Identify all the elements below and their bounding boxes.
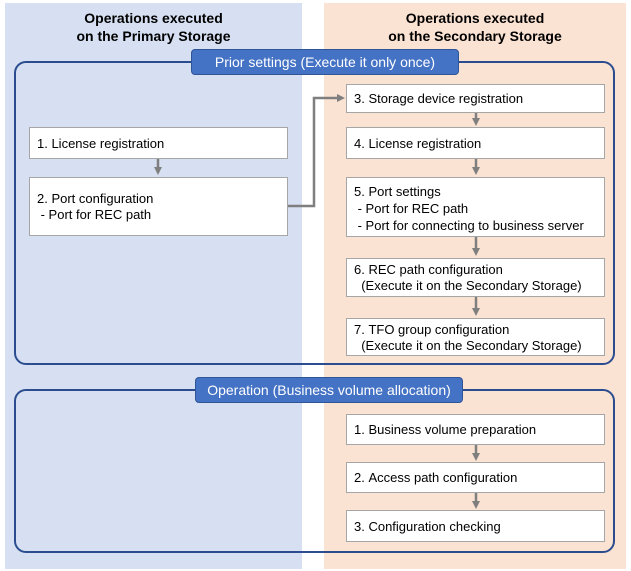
step-text-line: 2. Access path configuration — [354, 470, 518, 485]
step-text-line: (Execute it on the Secondary Storage) — [354, 278, 582, 293]
step-rec-path-configuration: 6. REC path configuration (Execute it on… — [346, 258, 605, 297]
step-primary-license-registration: 1. License registration — [29, 127, 288, 159]
step-text-line: 5. Port settings — [354, 184, 441, 199]
step-tfo-group-configuration: 7. TFO group configuration (Execute it o… — [346, 318, 605, 356]
step-text-line: 4. License registration — [354, 136, 482, 151]
prior-settings-label: Prior settings (Execute it only once) — [191, 49, 459, 75]
step-text-line: 2. Port configuration — [37, 191, 154, 206]
step-primary-port-configuration: 2. Port configuration - Port for REC pat… — [29, 177, 288, 236]
step-text-line: 7. TFO group configuration — [354, 322, 510, 337]
step-configuration-checking: 3. Configuration checking — [346, 510, 605, 542]
step-text-line: - Port for connecting to business server — [354, 218, 584, 233]
secondary-column-title: Operations executed on the Secondary Sto… — [388, 10, 562, 44]
step-text-line: - Port for REC path — [37, 207, 152, 222]
step-text-line: (Execute it on the Secondary Storage) — [354, 338, 582, 353]
step-text-line: 6. REC path configuration — [354, 262, 503, 277]
step-port-settings: 5. Port settings - Port for REC path - P… — [346, 177, 605, 237]
arrow-port-to-storage-device — [288, 94, 345, 208]
step-text-line: - Port for REC path — [354, 201, 469, 216]
step-text-line: 3. Configuration checking — [354, 519, 501, 534]
step-secondary-license-registration: 4. License registration — [346, 127, 605, 159]
step-business-volume-preparation: 1. Business volume preparation — [346, 414, 605, 445]
step-text-line: 3. Storage device registration — [354, 91, 524, 106]
primary-storage-column — [5, 3, 302, 569]
step-text-line: 1. Business volume preparation — [354, 422, 537, 437]
step-storage-device-registration: 3. Storage device registration — [346, 84, 605, 113]
step-text-line: 1. License registration — [37, 136, 165, 151]
step-access-path-configuration: 2. Access path configuration — [346, 462, 605, 493]
primary-column-title: Operations executed on the Primary Stora… — [76, 10, 231, 44]
operation-label: Operation (Business volume allocation) — [195, 377, 463, 403]
